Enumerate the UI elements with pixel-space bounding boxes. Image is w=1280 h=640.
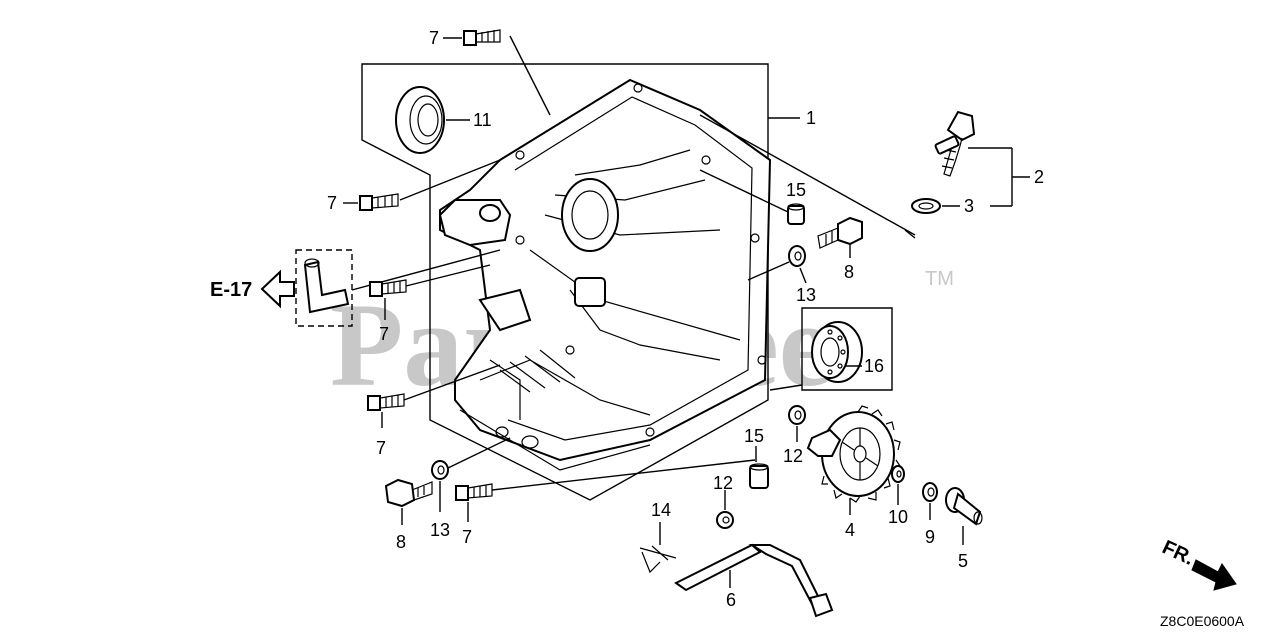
callout-13-upper: 13 <box>796 285 816 305</box>
bolt-8-upper[interactable] <box>817 216 863 249</box>
callout-7-lower-left: 7 <box>376 438 386 458</box>
hairpin-clip-14[interactable] <box>639 545 677 574</box>
front-arrow-icon <box>1191 559 1237 591</box>
callout-11: 11 <box>473 110 492 130</box>
governor-arm-6[interactable] <box>674 543 834 618</box>
crankcase-cover[interactable] <box>438 78 772 471</box>
oil-seal-11[interactable] <box>395 86 445 154</box>
callout-9: 9 <box>925 527 935 547</box>
callout-8-lower: 8 <box>396 532 406 552</box>
bolt-7-left-mid[interactable] <box>369 279 407 297</box>
crankcase-bracket <box>361 63 769 501</box>
gear-shaft-5[interactable] <box>945 487 983 526</box>
callout-4: 4 <box>845 520 855 540</box>
callout-8-upper: 8 <box>844 262 854 282</box>
washer-12-lower[interactable] <box>716 511 734 529</box>
governor-gear-4[interactable] <box>806 405 901 503</box>
washer-13-upper[interactable] <box>788 245 806 267</box>
reference-arrow-icon <box>260 269 295 309</box>
callout-13-lower: 13 <box>430 520 450 540</box>
bearing-16[interactable] <box>811 321 863 383</box>
bolt-8-lower[interactable] <box>384 478 433 508</box>
o-ring-3[interactable] <box>911 198 941 214</box>
bolt-7-upper-left[interactable] <box>359 193 399 211</box>
callout-14: 14 <box>651 500 671 520</box>
bearing-bracket <box>801 307 893 391</box>
bolt-7-bottom[interactable] <box>455 483 493 501</box>
callout-16: 16 <box>864 356 884 376</box>
hose-reference-box <box>295 249 353 327</box>
callout-15-upper: 15 <box>786 180 806 200</box>
dowel-pin-15-upper[interactable] <box>787 203 805 225</box>
washer-13-lower[interactable] <box>431 460 449 480</box>
callout-15-lower: 15 <box>744 426 764 446</box>
front-label: FR. <box>1159 536 1197 570</box>
callout-1: 1 <box>806 108 816 128</box>
callout-10: 10 <box>888 507 908 527</box>
watermark-trademark: TM <box>925 268 954 290</box>
dowel-pin-15-lower[interactable] <box>749 463 769 489</box>
callout-5: 5 <box>958 551 968 571</box>
callout-7-bottom: 7 <box>462 527 472 547</box>
callout-12-upper: 12 <box>783 446 803 466</box>
front-direction-marker: FR. <box>1159 536 1237 591</box>
callout-12-lower: 12 <box>713 473 733 493</box>
bolt-7-top[interactable] <box>463 29 501 46</box>
callout-3: 3 <box>964 196 974 216</box>
callout-7-left-mid: 7 <box>379 324 389 344</box>
reference-e17: E-17 <box>210 279 252 301</box>
washer-12-upper[interactable] <box>788 405 806 425</box>
washer-9[interactable] <box>922 482 938 502</box>
callout-6: 6 <box>726 590 736 610</box>
oil-filler-cap[interactable] <box>934 110 976 177</box>
breather-hose[interactable] <box>303 258 350 314</box>
clip-10[interactable] <box>891 465 905 483</box>
callout-7-top: 7 <box>429 28 439 48</box>
bolt-7-lower-left[interactable] <box>367 393 405 411</box>
callout-7-upper-left: 7 <box>327 193 337 213</box>
callout-2: 2 <box>1034 167 1044 187</box>
diagram-code: Z8C0E0600A <box>1160 613 1245 629</box>
